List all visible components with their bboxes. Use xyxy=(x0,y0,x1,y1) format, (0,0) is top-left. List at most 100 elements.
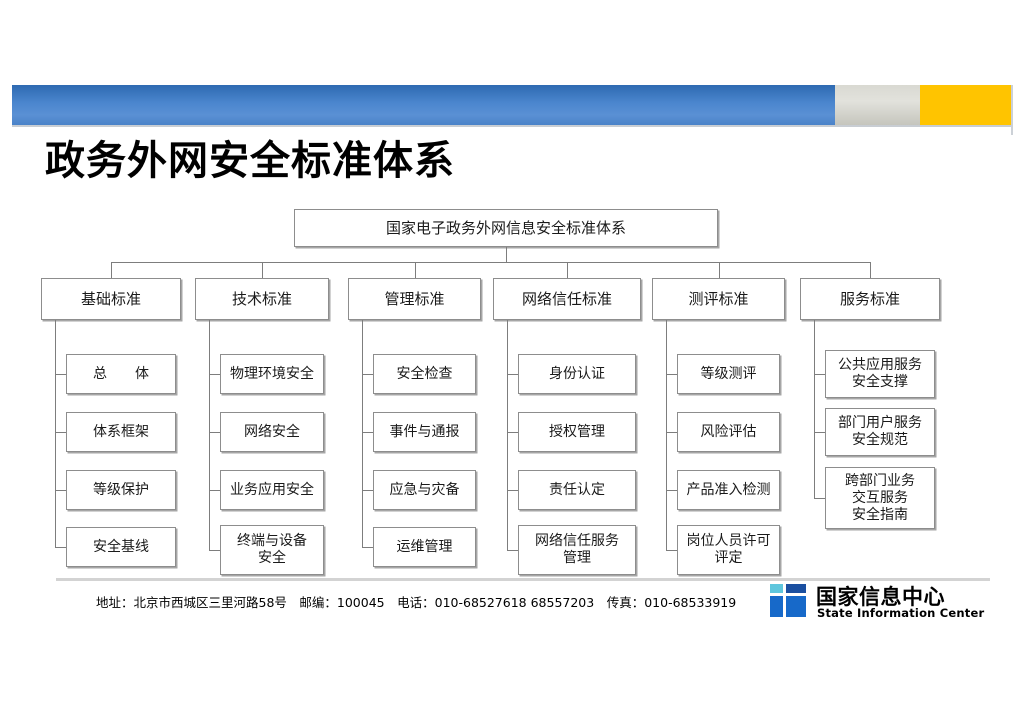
leaf-node-4-1: 风险评估 xyxy=(677,412,780,452)
leaf-node-3-1: 授权管理 xyxy=(518,412,636,452)
leaf-stub-line-5-1 xyxy=(814,432,825,433)
leaf-label-5-2-0: 跨部门业务 xyxy=(845,472,915,489)
leaf-label-0-2-0: 等级保护 xyxy=(93,481,149,498)
leaf-label-3-3-0: 网络信任服务 xyxy=(535,533,619,549)
category-drop-line-4 xyxy=(718,262,720,278)
leaf-node-5-1: 部门用户服务安全规范 xyxy=(825,408,935,456)
header-right-edge-rule xyxy=(1011,85,1013,135)
leaf-node-4-0: 等级测评 xyxy=(677,354,780,394)
leaf-node-4-2: 产品准入检测 xyxy=(677,470,780,510)
header-band-blue-segment xyxy=(12,85,835,125)
header-band-gray-segment xyxy=(835,85,920,125)
leaf-node-2-2: 应急与灾备 xyxy=(373,470,476,510)
leaf-label-4-3-1: 评定 xyxy=(714,550,743,566)
leaf-stub-line-3-2 xyxy=(507,490,518,491)
logo-block-bottom-right xyxy=(786,596,806,617)
leaf-stub-line-0-1 xyxy=(55,432,66,433)
category-label-1: 技术标准 xyxy=(231,289,292,308)
category-node-0: 基础标准 xyxy=(41,278,181,320)
category-node-3: 网络信任标准 xyxy=(493,278,641,320)
column-spine-line-5 xyxy=(814,320,815,498)
leaf-stub-line-0-3 xyxy=(55,547,66,548)
footer-divider xyxy=(56,578,990,581)
category-label-0: 基础标准 xyxy=(80,289,141,308)
leaf-label-1-2-0: 业务应用安全 xyxy=(230,481,314,498)
leaf-stub-line-3-1 xyxy=(507,432,518,433)
leaf-stub-line-2-2 xyxy=(362,490,373,491)
leaf-node-3-2: 责任认定 xyxy=(518,470,636,510)
leaf-node-0-1: 体系框架 xyxy=(66,412,176,452)
category-node-1: 技术标准 xyxy=(195,278,329,320)
leaf-stub-line-3-3 xyxy=(507,550,518,551)
leaf-stub-line-2-0 xyxy=(362,374,373,375)
leaf-node-1-2: 业务应用安全 xyxy=(220,470,324,510)
leaf-label-0-3-0: 安全基线 xyxy=(93,538,149,555)
category-bus-line xyxy=(111,262,870,263)
column-spine-line-1 xyxy=(209,320,210,550)
category-label-4: 测评标准 xyxy=(688,289,749,308)
header-band xyxy=(12,85,1013,125)
leaf-node-4-3: 岗位人员许可评定 xyxy=(677,525,780,575)
leaf-stub-line-2-3 xyxy=(362,547,373,548)
leaf-node-2-1: 事件与通报 xyxy=(373,412,476,452)
category-drop-line-2 xyxy=(414,262,416,278)
leaf-label-4-3-0: 岗位人员许可 xyxy=(686,533,771,549)
footer-contact-text: 地址：北京市西城区三里河路58号 邮编：100045 电话：010-685276… xyxy=(96,595,737,610)
leaf-stub-line-1-1 xyxy=(209,432,220,433)
column-spine-line-0 xyxy=(55,320,56,547)
leaf-label-5-1-0: 部门用户服务 xyxy=(838,415,922,431)
leaf-label-4-2-0: 产品准入检测 xyxy=(686,481,771,498)
leaf-label-3-3-1: 管理 xyxy=(563,550,591,566)
leaf-node-0-2: 等级保护 xyxy=(66,470,176,510)
category-drop-line-3 xyxy=(567,262,568,278)
leaf-node-2-0: 安全检查 xyxy=(373,354,476,394)
leaf-node-5-2: 跨部门业务交互服务安全指南 xyxy=(825,467,935,529)
logo-block-top-left xyxy=(770,584,783,593)
leaf-label-2-3-0: 运维管理 xyxy=(396,538,453,555)
leaf-label-3-2-0: 责任认定 xyxy=(549,481,605,498)
leaf-stub-line-1-0 xyxy=(209,374,220,375)
leaf-label-0-0-0: 总 体 xyxy=(93,365,149,382)
leaf-node-0-3: 安全基线 xyxy=(66,527,176,567)
leaf-node-3-3: 网络信任服务管理 xyxy=(518,525,636,575)
leaf-stub-line-4-1 xyxy=(666,432,677,433)
leaf-node-1-0: 物理环境安全 xyxy=(220,354,324,394)
page-title: 政务外网安全标准体系 xyxy=(45,137,455,184)
category-drop-line-0 xyxy=(111,262,112,278)
leaf-stub-line-1-3 xyxy=(209,550,220,551)
logo-block-bottom-left xyxy=(770,596,783,617)
leaf-label-2-1-0: 事件与通报 xyxy=(389,423,460,440)
leaf-label-1-3-1: 安全 xyxy=(258,550,286,566)
leaf-stub-line-3-0 xyxy=(507,374,518,375)
column-spine-line-2 xyxy=(362,320,363,547)
leaf-label-0-1-0: 体系框架 xyxy=(93,423,149,440)
leaf-label-5-2-1: 交互服务 xyxy=(852,489,908,506)
category-node-4: 测评标准 xyxy=(652,278,785,320)
category-label-5: 服务标准 xyxy=(839,289,900,308)
leaf-stub-line-0-2 xyxy=(55,490,66,491)
leaf-label-5-0-0: 公共应用服务 xyxy=(838,357,922,373)
leaf-label-3-1-0: 授权管理 xyxy=(549,423,605,440)
leaf-stub-line-1-2 xyxy=(209,490,220,491)
leaf-stub-line-5-2 xyxy=(814,498,825,499)
diagram-root-node: 国家电子政务外网信息安全标准体系 xyxy=(294,209,718,247)
leaf-label-1-0-0: 物理环境安全 xyxy=(230,365,314,382)
header-band-gold-segment xyxy=(920,85,1013,125)
leaf-node-3-0: 身份认证 xyxy=(518,354,636,394)
leaf-label-5-1-1: 安全规范 xyxy=(852,432,908,448)
leaf-label-5-0-1: 安全支撑 xyxy=(852,374,908,390)
column-spine-line-3 xyxy=(507,320,508,550)
leaf-node-0-0: 总 体 xyxy=(66,354,176,394)
category-drop-line-1 xyxy=(262,262,263,278)
leaf-stub-line-4-2 xyxy=(666,490,677,491)
logo-name-cn: 国家信息中心 xyxy=(816,585,945,609)
leaf-label-4-0-0: 等级测评 xyxy=(700,365,757,382)
diagram-root-label: 国家电子政务外网信息安全标准体系 xyxy=(385,218,626,237)
leaf-node-2-3: 运维管理 xyxy=(373,527,476,567)
leaf-stub-line-4-0 xyxy=(666,374,677,375)
organization-logo: 国家信息中心 State Information Center xyxy=(770,582,985,622)
leaf-label-4-1-0: 风险评估 xyxy=(700,423,757,440)
category-node-5: 服务标准 xyxy=(800,278,940,320)
